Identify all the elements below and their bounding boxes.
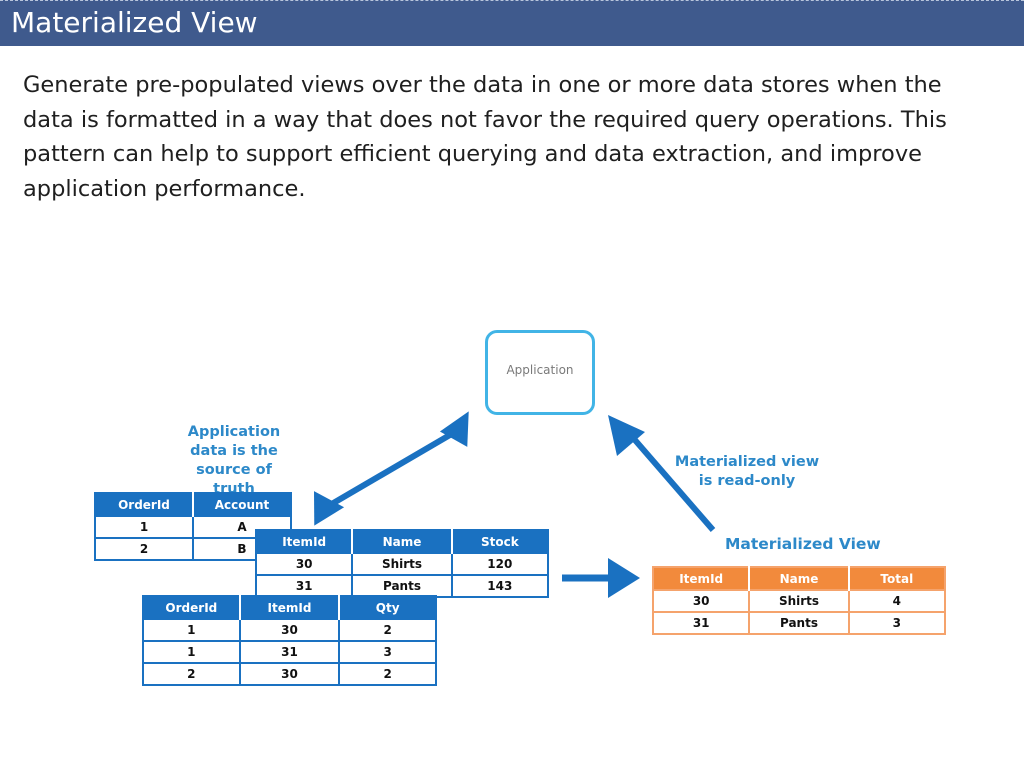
callout-readonly-line: is read-only [698, 473, 796, 489]
table-cell: 2 [94, 537, 194, 561]
table-cell: 31 [651, 611, 751, 635]
callout-source-of-truth: Application data is the source of truth [174, 423, 294, 499]
table-cell: 3 [338, 640, 437, 664]
callout-source-line: data is the [190, 443, 278, 459]
table-cell: Shirts [351, 552, 453, 576]
table-cell: 1 [94, 515, 194, 539]
column-header: Total [848, 567, 945, 590]
table-cell: 1 [142, 618, 241, 642]
column-header: OrderId [95, 493, 194, 516]
application-label: Application [506, 363, 574, 377]
table-row: 30 Shirts 4 [651, 589, 947, 613]
table-cell: 30 [238, 618, 341, 642]
callout-readonly-line: Materialized view [674, 454, 820, 470]
materialized-view-title: Materialized View [725, 535, 881, 553]
table-cell: 30 [238, 662, 341, 686]
table-row: 31 Pants 143 [254, 574, 550, 598]
double-arrow [314, 411, 469, 526]
callout-read-only: Materialized view is read-only [672, 453, 822, 491]
view-to-app-arrow [608, 415, 716, 532]
materialized-view-table: ItemId Name Total 30 Shirts 4 31 Pants 3 [651, 566, 947, 635]
slide-title: Materialized View [11, 6, 258, 39]
column-header: ItemId [256, 530, 354, 553]
table-row: 1 30 2 [142, 618, 437, 642]
intro-paragraph: Generate pre-populated views over the da… [23, 72, 947, 202]
column-header: ItemId [653, 567, 751, 590]
table-cell: 1 [142, 640, 241, 664]
table-cell: 3 [847, 611, 947, 635]
column-header: Name [749, 567, 850, 590]
table-cell: 2 [142, 662, 241, 686]
title-bar: Materialized View [0, 0, 1024, 46]
table-cell: 2 [338, 662, 437, 686]
table-cell: 30 [651, 589, 751, 613]
orders-table: OrderId ItemId Qty 1 30 2 1 31 3 2 30 2 [142, 595, 437, 686]
table-cell: Pants [748, 611, 850, 635]
column-header: OrderId [143, 596, 241, 619]
table-row: 2 30 2 [142, 662, 437, 686]
table-header-row: OrderId Account [95, 493, 291, 516]
tables-to-view-arrow [562, 558, 640, 598]
table-header-row: ItemId Name Stock [256, 530, 548, 553]
table-cell: 31 [238, 640, 341, 664]
table-cell: 31 [254, 574, 354, 598]
table-cell: 120 [450, 552, 550, 576]
table-row: 1 31 3 [142, 640, 437, 664]
application-box: Application [485, 330, 595, 415]
column-header: ItemId [239, 596, 341, 619]
callout-source-line: Application [187, 424, 281, 440]
table-cell: Pants [351, 574, 453, 598]
table-cell: 143 [450, 574, 550, 598]
column-header: Stock [451, 530, 548, 553]
table-cell: 4 [847, 589, 947, 613]
table-row: 31 Pants 3 [651, 611, 947, 635]
table-header-row: OrderId ItemId Qty [143, 596, 436, 619]
table-row: 30 Shirts 120 [254, 552, 550, 576]
table-cell: 2 [338, 618, 437, 642]
items-table: ItemId Name Stock 30 Shirts 120 31 Pants… [254, 529, 550, 598]
table-cell: Shirts [748, 589, 850, 613]
column-header: Qty [339, 596, 436, 619]
table-cell: 30 [254, 552, 354, 576]
column-header: Account [193, 493, 291, 516]
column-header: Name [352, 530, 453, 553]
table-header-row: ItemId Name Total [653, 567, 945, 590]
